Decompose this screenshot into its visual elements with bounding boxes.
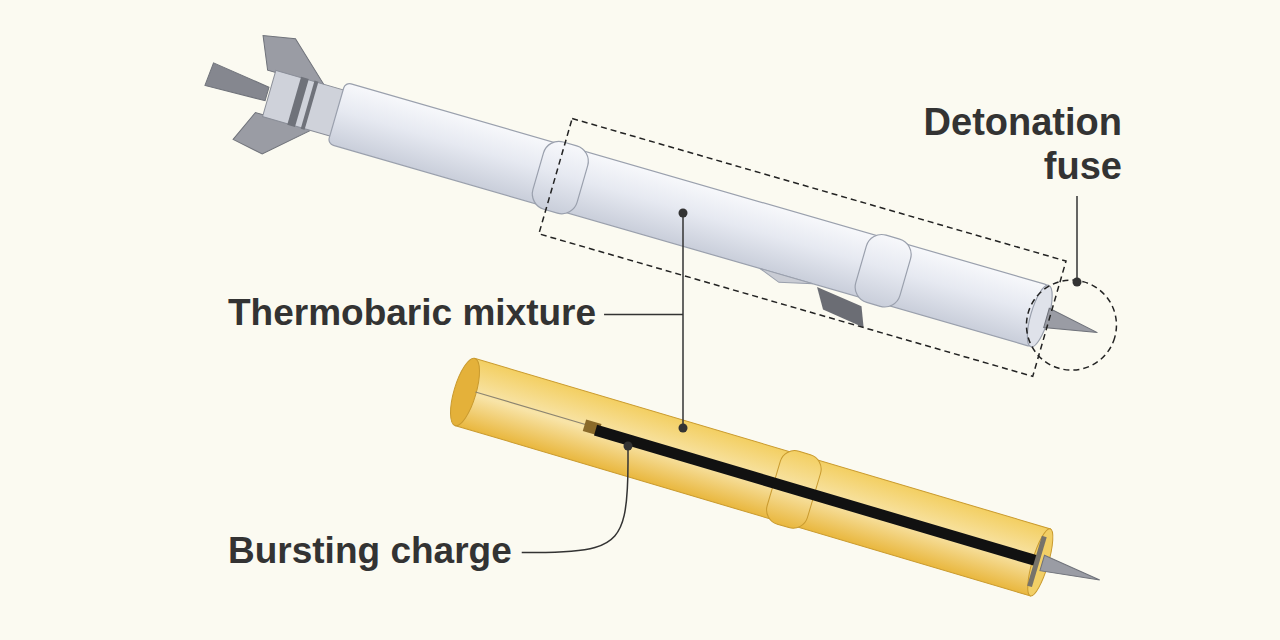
part-label: Bursting charge: [228, 529, 512, 572]
dashed-circle: [1016, 269, 1127, 380]
shell-tab: [758, 268, 813, 291]
leader-dot: [679, 424, 688, 433]
tail-ring: [301, 81, 319, 130]
leader-dot: [624, 442, 633, 451]
shell-ring: [851, 231, 915, 311]
leader-line: [682, 213, 684, 428]
tail-fin: [205, 62, 271, 102]
fuse-cone: [1044, 308, 1100, 342]
mixture-casing: [455, 358, 1050, 596]
cutaway: [444, 352, 1111, 616]
part-label: Detonation fuse: [882, 100, 1122, 188]
wire: [475, 392, 590, 426]
fuse-cone: [1040, 555, 1102, 587]
leader-line: [1076, 196, 1078, 280]
leader-line: [604, 314, 683, 316]
leader-line: [522, 450, 628, 553]
shell: [191, 18, 1131, 395]
leader-group: [522, 196, 1077, 553]
shell-ring: [529, 138, 593, 218]
bursting-charge: [594, 425, 1038, 566]
casing-end: [445, 355, 486, 428]
leader-dot: [679, 209, 688, 218]
part-label: Thermobaric mixture: [228, 291, 596, 334]
dashed-bracket: [539, 119, 1066, 377]
